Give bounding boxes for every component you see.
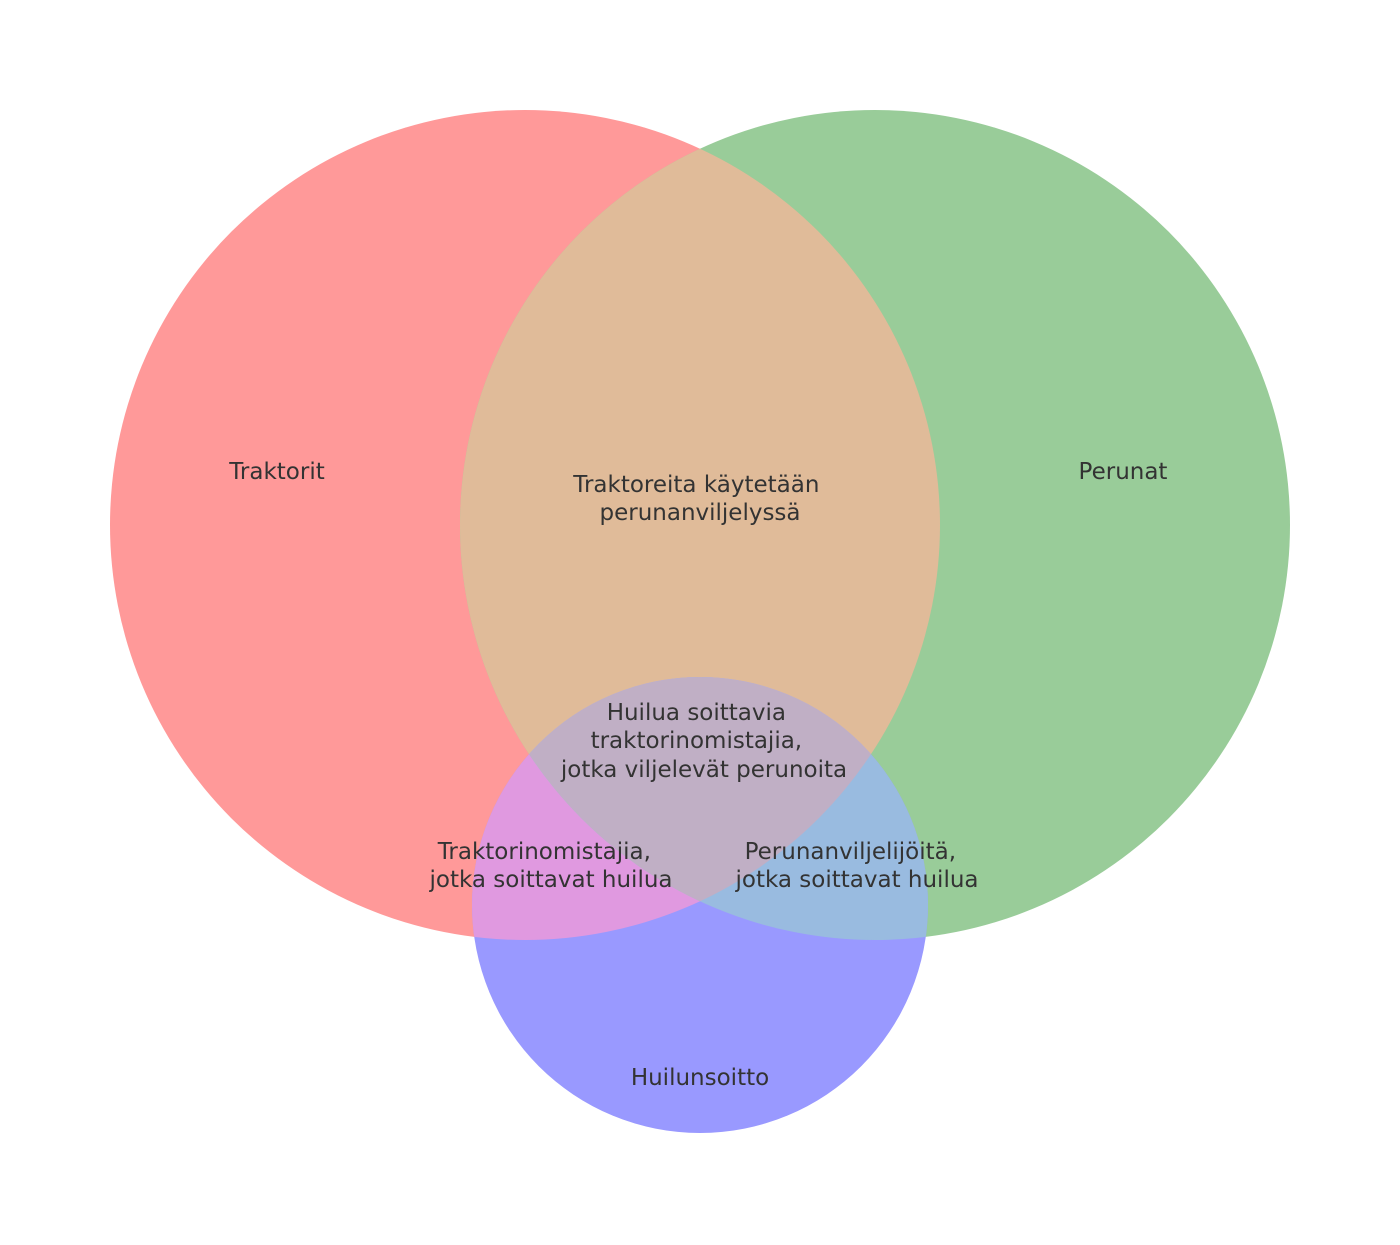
traktorit-perunat-line-1: Traktoreita käytetään — [572, 472, 819, 498]
perunat-huilunsoitto-line-1: Perunanviljelijöitä, — [745, 839, 956, 865]
traktorit-huilunsoitto-line-1: Traktorinomistajia, — [437, 839, 651, 865]
traktorit-perunat-label: Traktoreita käytetään perunanviljelyssä — [572, 472, 826, 526]
all-three-line-1: Huilua soittavia — [607, 700, 786, 726]
all-three-label: Huilua soittavia traktorinomistajia, jot… — [560, 700, 847, 783]
perunat-label: Perunat — [1079, 459, 1168, 485]
all-three-line-2: traktorinomistajia, — [591, 728, 803, 754]
traktorit-huilunsoitto-label: Traktorinomistajia, jotka soittavat huil… — [428, 839, 672, 893]
perunat-huilunsoitto-line-2: jotka soittavat huilua — [734, 867, 978, 893]
traktorit-label: Traktorit — [228, 459, 325, 485]
traktorit-huilunsoitto-line-2: jotka soittavat huilua — [428, 867, 672, 893]
perunat-huilunsoitto-label: Perunanviljelijöitä, jotka soittavat hui… — [734, 839, 978, 893]
traktorit-perunat-line-2: perunanviljelyssä — [599, 500, 800, 526]
all-three-line-3: jotka viljelevät perunoita — [560, 757, 847, 783]
huilunsoitto-label: Huilunsoitto — [631, 1065, 769, 1091]
